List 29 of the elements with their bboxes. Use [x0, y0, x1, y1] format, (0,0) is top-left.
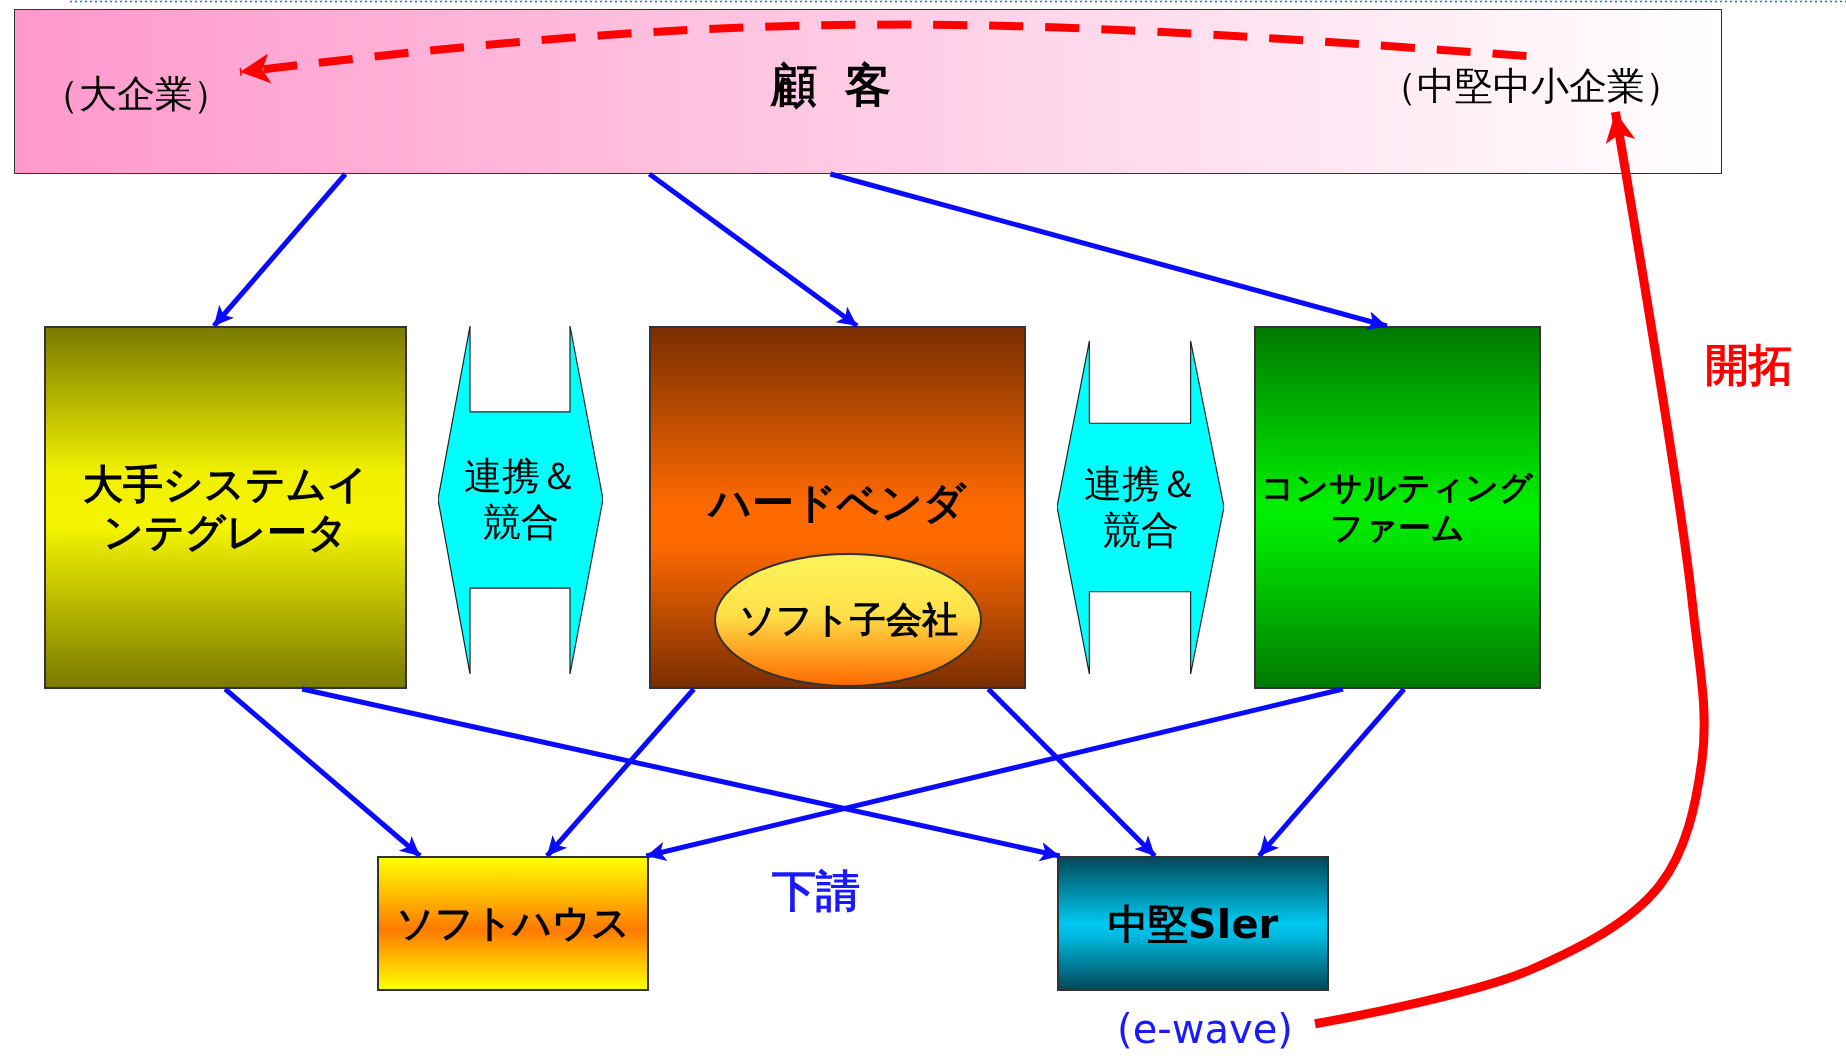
arrow	[986, 687, 1157, 858]
arrow	[545, 687, 696, 858]
arrow	[301, 686, 1061, 862]
node-label: 中堅SIer	[1106, 899, 1280, 948]
arrow	[212, 172, 348, 328]
company-box	[377, 856, 649, 991]
company-box	[649, 326, 1026, 689]
node-label: ソフト子会社	[737, 598, 959, 642]
company-box	[1254, 326, 1541, 689]
arrow	[1314, 111, 1709, 1029]
node-label: 顧客	[769, 58, 920, 114]
arrow	[645, 686, 1344, 861]
node-label: 連携＆競合	[1082, 461, 1199, 554]
node-label: 大手システムインテグレータ	[82, 459, 369, 556]
node-label: コンサルティングファーム	[1260, 467, 1535, 548]
arrow	[223, 687, 422, 858]
node-label: ハードベンダ	[706, 478, 968, 529]
company-box	[1057, 856, 1329, 991]
note-label: (e-wave)	[1117, 1005, 1293, 1053]
arrow	[647, 172, 859, 328]
customer-band	[14, 9, 1722, 174]
arrow	[1257, 687, 1406, 858]
company-box	[44, 326, 407, 689]
segment-label: （大企業）	[41, 72, 231, 118]
node-label: 連携＆競合	[462, 454, 579, 546]
node-label: ソフトハウス	[395, 900, 631, 947]
arrow	[829, 171, 1388, 331]
note-label: 下請	[772, 864, 860, 918]
segment-label: （中堅中小企業）	[1379, 64, 1683, 110]
